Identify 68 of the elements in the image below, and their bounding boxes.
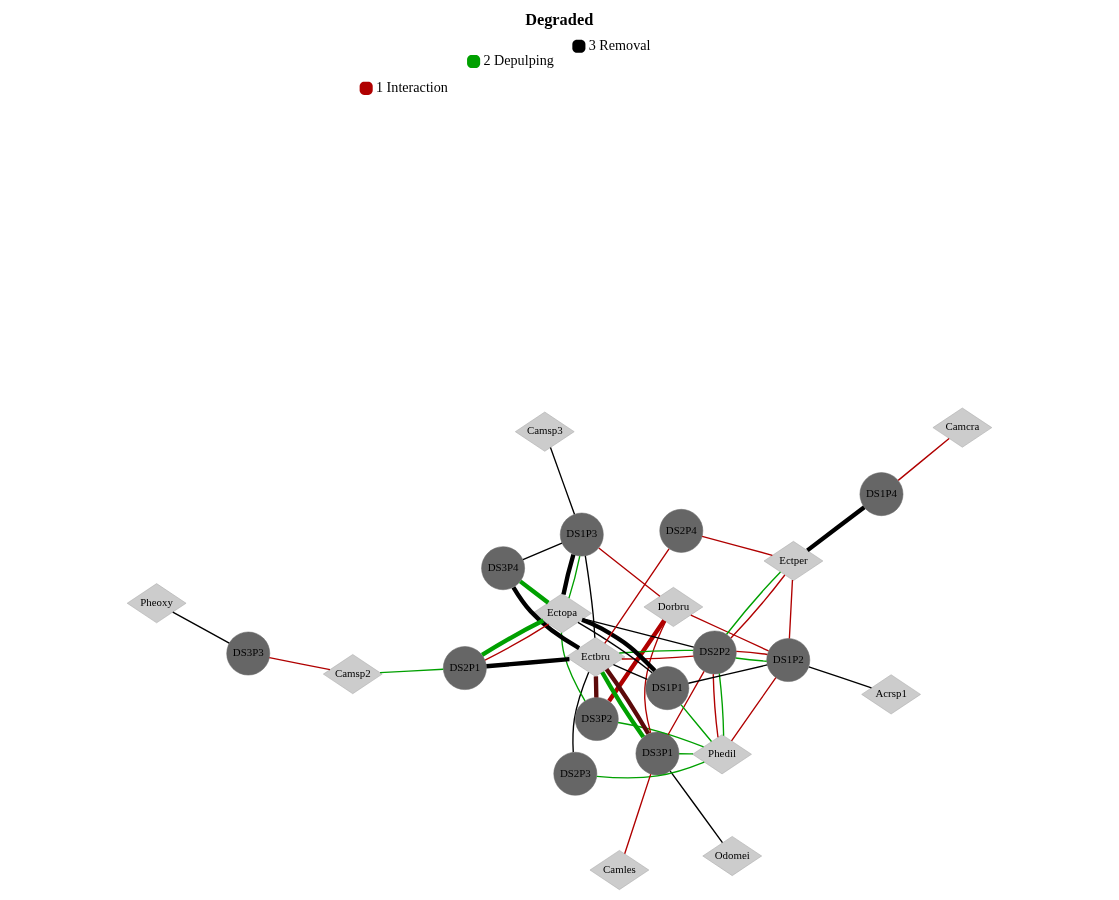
connector (572, 671, 590, 753)
connector (669, 770, 724, 844)
connector (617, 721, 705, 748)
node-circle: DS2P1 (443, 646, 487, 690)
connector (712, 673, 719, 738)
connector (667, 670, 705, 736)
connector (690, 614, 770, 652)
connector (618, 649, 694, 654)
connector (806, 505, 866, 553)
connector (522, 542, 563, 561)
node-circle: DS3P1 (635, 731, 680, 776)
connector (687, 664, 768, 684)
node-circle: DS2P2 (692, 630, 737, 675)
connector (584, 555, 596, 639)
node-circle: DS3P3 (226, 631, 271, 676)
node-diamond: Ectbru (565, 637, 626, 677)
node-circle: DS2P4 (659, 509, 704, 553)
node-circle: DS3P4 (481, 546, 525, 590)
node-diamond: Ectopa (532, 593, 592, 634)
node-circle: DS1P3 (559, 512, 604, 557)
connector (486, 656, 570, 669)
connector (612, 664, 648, 681)
connector (621, 655, 695, 660)
node-diamond: Odomei (702, 836, 762, 876)
connector (735, 650, 769, 656)
connector (560, 632, 586, 702)
connector (593, 676, 599, 698)
node-circle: DS3P2 (574, 697, 619, 741)
connector (596, 761, 705, 779)
node-diamond: Camsp3 (515, 411, 575, 452)
connector (701, 535, 774, 556)
connector (518, 579, 550, 605)
connector (598, 547, 661, 597)
node-diamond: Ectper (763, 541, 824, 581)
connector (678, 753, 694, 755)
connector (561, 553, 576, 595)
node-circle: DS1P1 (645, 666, 690, 710)
node-diamond: Camles (589, 850, 650, 890)
connector (644, 620, 667, 734)
connector (172, 611, 230, 644)
legend-label: 2 Depulping (483, 51, 554, 68)
node-circle: DS1P4 (859, 472, 904, 516)
legend-label: 1 Interaction (375, 78, 448, 95)
connector (897, 437, 950, 482)
node-diamond: Camcra (932, 407, 993, 448)
node-diamond: Acrsp1 (861, 674, 921, 715)
connector (624, 773, 652, 855)
connector (568, 555, 581, 599)
node-diamond: Camsp2 (323, 654, 383, 694)
connector (718, 672, 725, 737)
connector (604, 548, 670, 645)
node-diamond: Pheoxy (126, 583, 187, 624)
node-diamond: Phedil (692, 734, 752, 775)
connector (268, 657, 331, 671)
legend-label: 3 Removal (588, 36, 651, 53)
connector (808, 666, 873, 689)
connector (680, 704, 713, 743)
connector (379, 668, 444, 674)
connector (511, 586, 581, 651)
node-circle: DS1P2 (766, 638, 811, 682)
connector (788, 579, 794, 640)
diagram-title: Degraded (525, 10, 594, 30)
node-circle: DS2P3 (553, 751, 598, 796)
connector (607, 619, 666, 703)
node-diamond: Dorbru (643, 587, 704, 627)
connector (730, 677, 777, 742)
connector (549, 446, 576, 515)
connector (735, 657, 768, 662)
